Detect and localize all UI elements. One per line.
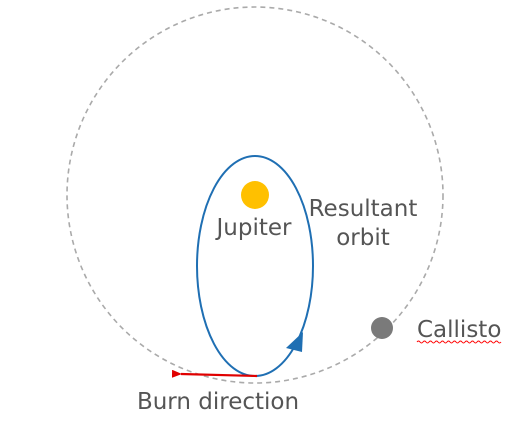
jupiter-icon: [241, 181, 269, 209]
callisto-icon: [371, 317, 393, 339]
orbit-direction-arrow-icon: [286, 332, 303, 352]
burn-arrow-icon: [171, 369, 258, 378]
callisto-label: Callisto: [417, 317, 501, 343]
burn-direction-label: Burn direction: [137, 389, 299, 415]
jupiter-label: Jupiter: [215, 215, 293, 241]
callisto-orbit: [66, 6, 444, 384]
resultant-orbit-label-line1: Resultant: [309, 196, 418, 222]
resultant-orbit-label-line2: orbit: [336, 225, 390, 251]
spellcheck-underline: [416, 340, 502, 344]
